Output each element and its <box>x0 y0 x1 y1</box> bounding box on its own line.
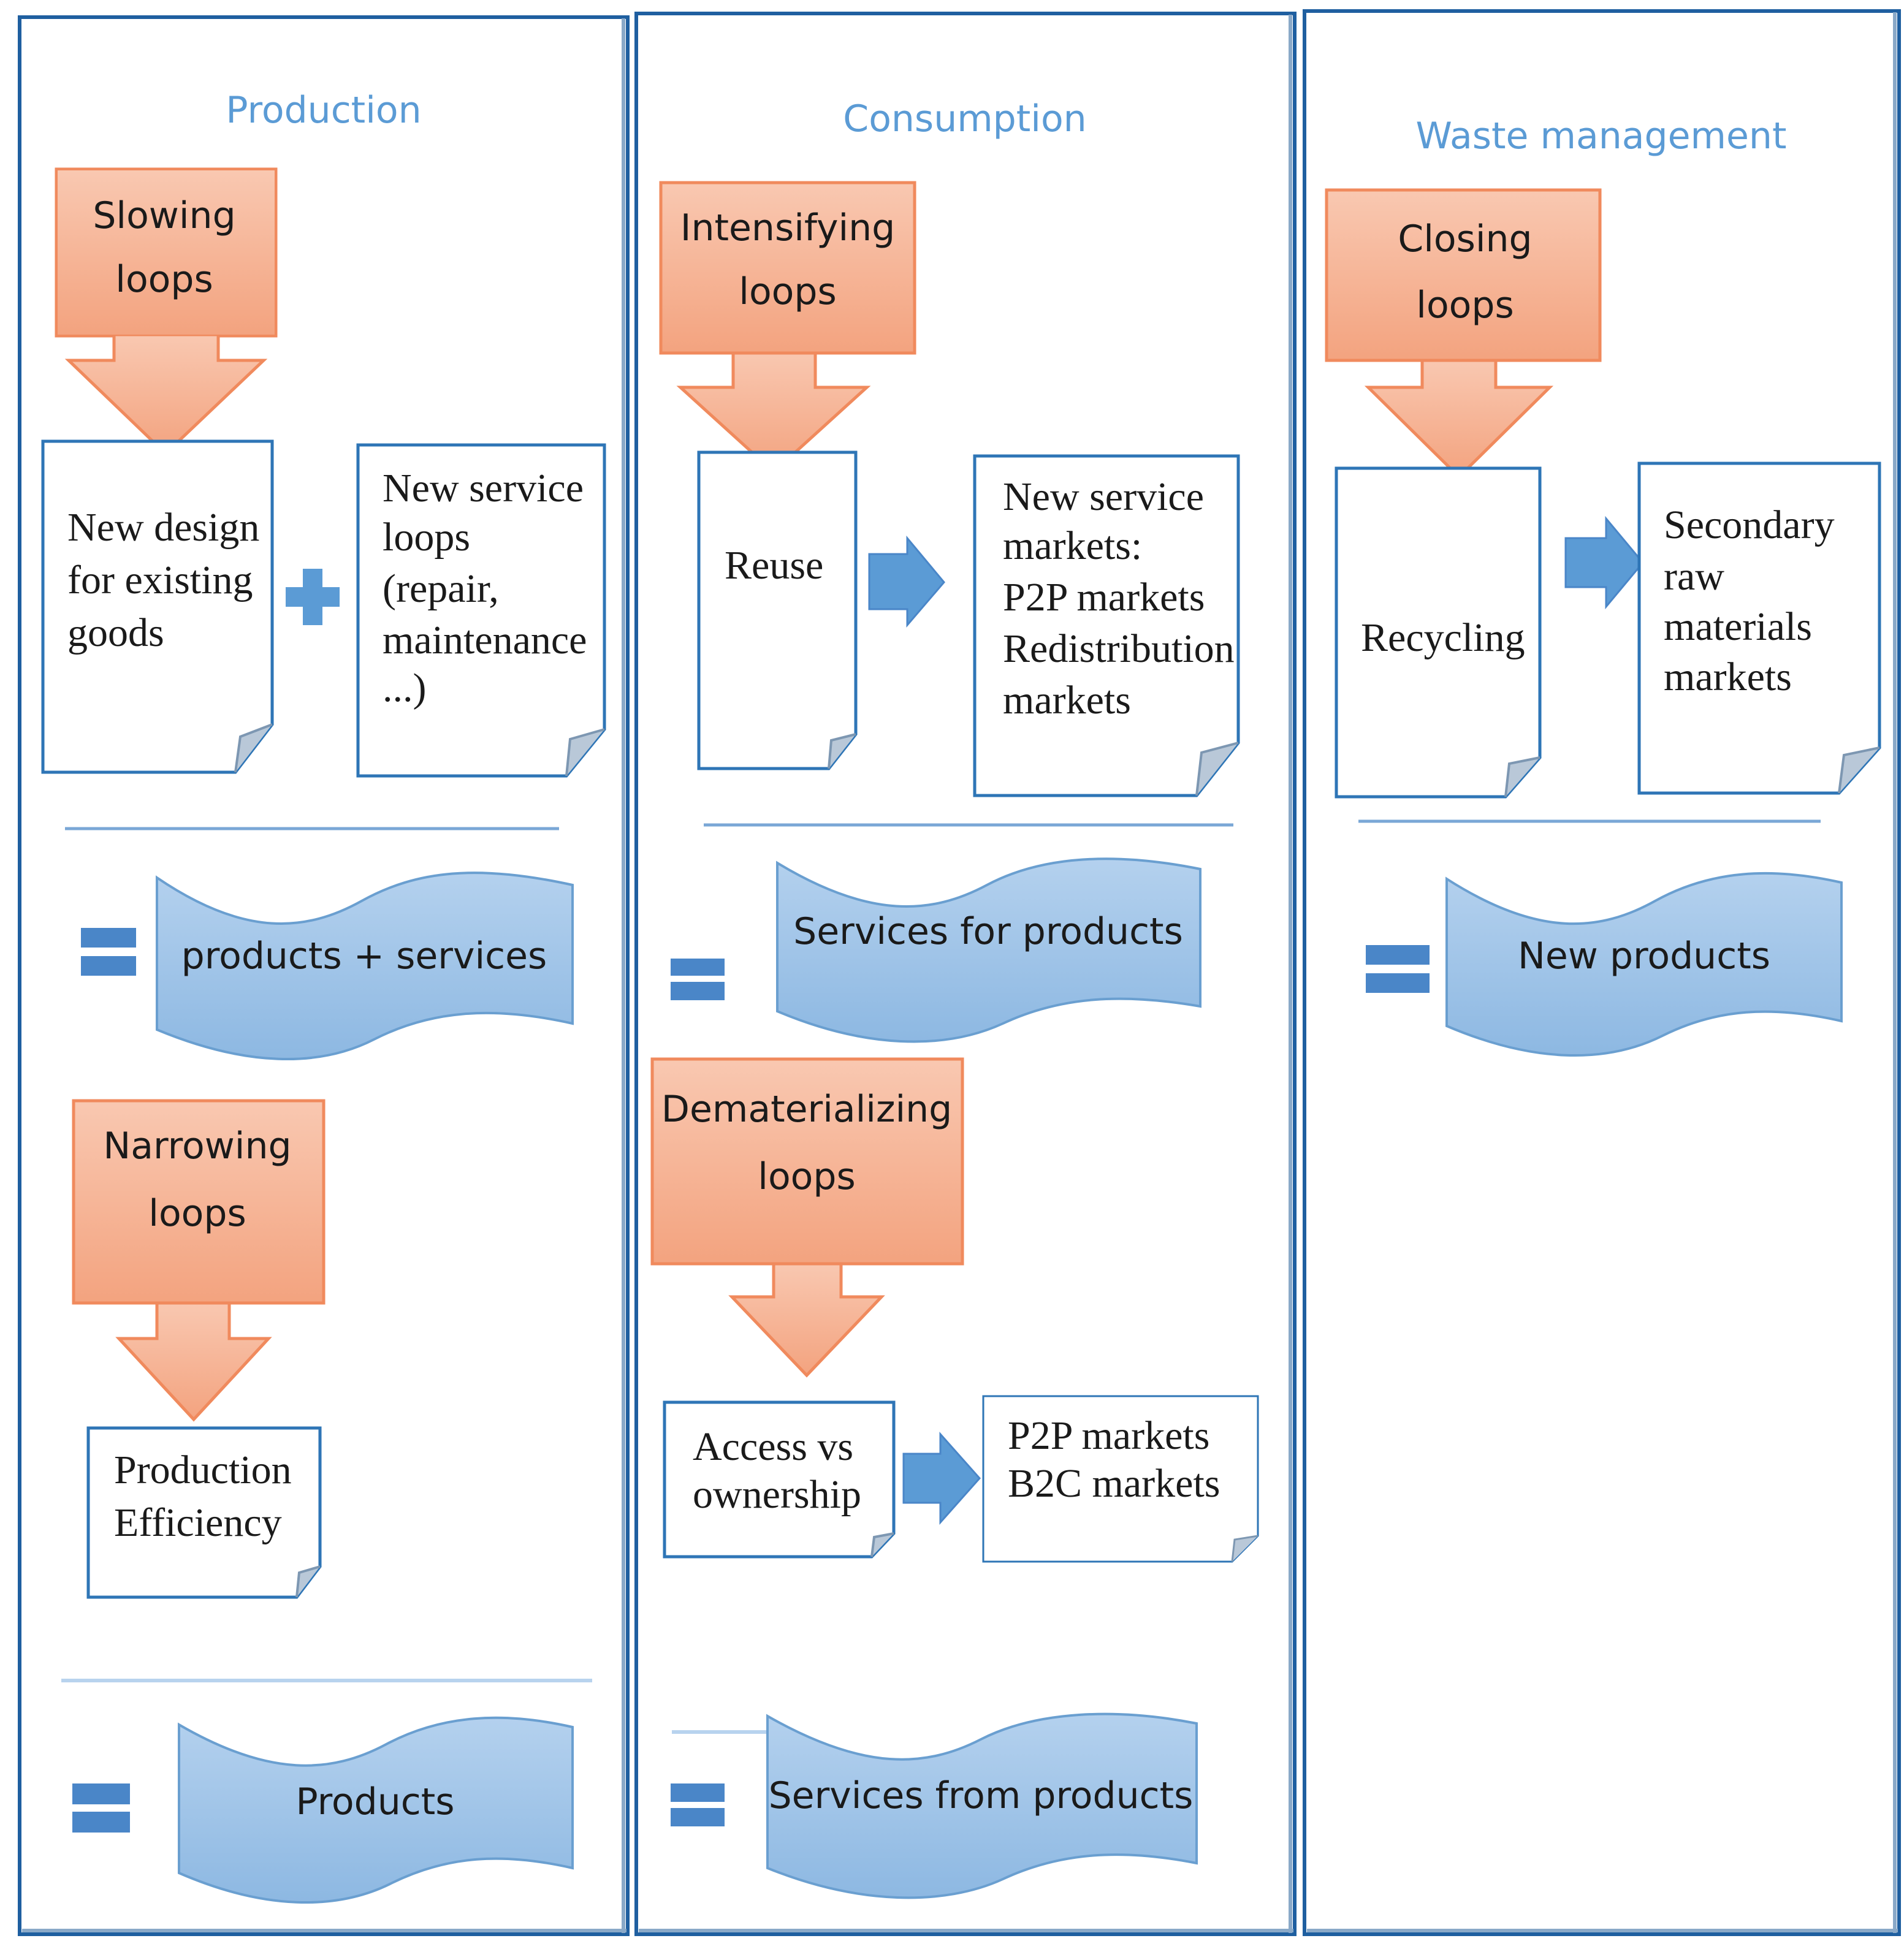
banner-services-from-products-text: Services from products <box>769 1774 1194 1817</box>
doc-production-efficiency-line1: Production <box>114 1448 292 1492</box>
narrowing-loops-box: Narrowing loops <box>72 1099 326 1422</box>
doc-new-service-loops-line3: (repair, <box>383 566 499 611</box>
banner-new-products: New products <box>1445 872 1843 1057</box>
slowing-loops-line1: Slowing <box>93 194 235 237</box>
doc-new-service-markets-line5: markets <box>1003 678 1131 723</box>
doc-new-design: New design for existing goods <box>41 439 274 774</box>
banner-new-products-text: New products <box>1518 935 1770 978</box>
heading-waste-management: Waste management <box>1416 115 1787 158</box>
doc-p2p-b2c-line1: P2P markets <box>1008 1413 1209 1458</box>
banner-services-for-products: Services for products <box>776 857 1201 1043</box>
doc-recycling-line1: Recycling <box>1361 615 1525 660</box>
doc-new-service-markets-line4: Redistribution <box>1003 626 1235 671</box>
intensifying-loops-box: Intensifying loops <box>659 181 916 474</box>
doc-new-design-line2: for existing <box>67 558 253 602</box>
doc-new-service-markets: New service markets: P2P markets Redistr… <box>973 454 1240 797</box>
doc-secondary-raw-line1: Secondary <box>1664 503 1835 547</box>
doc-new-design-line1: New design <box>67 505 259 550</box>
column-consumption <box>634 12 1297 1936</box>
slowing-loops-box: Slowing loops <box>55 167 278 456</box>
doc-secondary-raw-line3: materials <box>1664 604 1812 649</box>
doc-production-efficiency: Production Efficiency <box>86 1426 322 1599</box>
dematerializing-arrow <box>728 1261 885 1378</box>
equals-icon <box>81 928 136 976</box>
closing-loops-box: Closing loops <box>1325 188 1602 479</box>
narrowing-loops-line2: loops <box>148 1192 246 1235</box>
column-production <box>18 15 630 1936</box>
arrow-right-access <box>902 1432 981 1525</box>
doc-secondary-raw-line2: raw <box>1664 554 1724 599</box>
closing-arrow <box>1364 357 1554 479</box>
banner-services-from-products: Services from products <box>766 1712 1198 1899</box>
slowing-arrow <box>64 333 268 456</box>
doc-new-service-markets-line1: New service <box>1003 474 1204 519</box>
doc-access-vs-ownership: Access vs ownership <box>663 1400 896 1559</box>
plus-icon <box>286 569 340 625</box>
heading-production: Production <box>226 89 421 132</box>
doc-production-efficiency-line2: Efficiency <box>114 1500 282 1545</box>
doc-reuse-line1: Reuse <box>725 543 823 588</box>
doc-new-service-loops: New service loops (repair, maintenance .… <box>356 443 606 778</box>
narrowing-loops-line1: Narrowing <box>103 1125 291 1168</box>
doc-p2p-b2c: P2P markets B2C markets <box>982 1395 1259 1563</box>
doc-new-service-loops-line4: maintenance <box>383 618 587 663</box>
banner-products-services-text: products + services <box>181 935 547 978</box>
doc-p2p-b2c-line2: B2C markets <box>1008 1461 1220 1506</box>
doc-new-service-loops-line5: ...) <box>383 666 426 710</box>
intensifying-loops-line1: Intensifying <box>680 207 895 249</box>
doc-new-service-loops-line2: loops <box>383 515 470 560</box>
arrow-right-reuse <box>868 535 945 628</box>
narrowing-arrow <box>115 1300 272 1422</box>
banner-products: Products <box>178 1716 574 1904</box>
doc-access-vs-ownership-line2: ownership <box>693 1472 861 1517</box>
dematerializing-loops-line2: loops <box>758 1155 855 1198</box>
equals-icon <box>671 959 725 1000</box>
closing-loops-line1: Closing <box>1398 218 1532 260</box>
banner-products-services: products + services <box>156 872 574 1061</box>
equals-icon <box>72 1783 130 1833</box>
arrow-right-recycling <box>1564 515 1644 610</box>
banner-products-text: Products <box>295 1780 454 1823</box>
intensifying-loops-line2: loops <box>739 270 836 313</box>
dematerializing-loops-box: Dematerializing loops <box>650 1057 964 1378</box>
doc-secondary-raw-line4: markets <box>1664 655 1792 699</box>
slowing-loops-line2: loops <box>115 258 213 301</box>
doc-secondary-raw: Secondary raw materials markets <box>1637 462 1881 795</box>
equals-icon <box>671 1783 725 1826</box>
doc-new-service-markets-line2: markets: <box>1003 523 1142 568</box>
closing-loops-line2: loops <box>1416 284 1514 327</box>
column-waste-management <box>1303 9 1901 1936</box>
doc-new-design-line3: goods <box>67 610 164 655</box>
doc-access-vs-ownership-line1: Access vs <box>693 1424 853 1469</box>
banner-services-for-products-text: Services for products <box>793 910 1183 953</box>
heading-consumption: Consumption <box>843 97 1086 140</box>
doc-recycling: Recycling <box>1335 466 1542 799</box>
intensifying-arrow <box>676 349 871 474</box>
equals-icon <box>1366 945 1430 993</box>
doc-new-service-loops-line1: New service <box>383 466 584 511</box>
dematerializing-loops-line1: Dematerializing <box>661 1088 953 1131</box>
doc-new-service-markets-line3: P2P markets <box>1003 575 1205 620</box>
doc-reuse: Reuse <box>697 450 858 770</box>
